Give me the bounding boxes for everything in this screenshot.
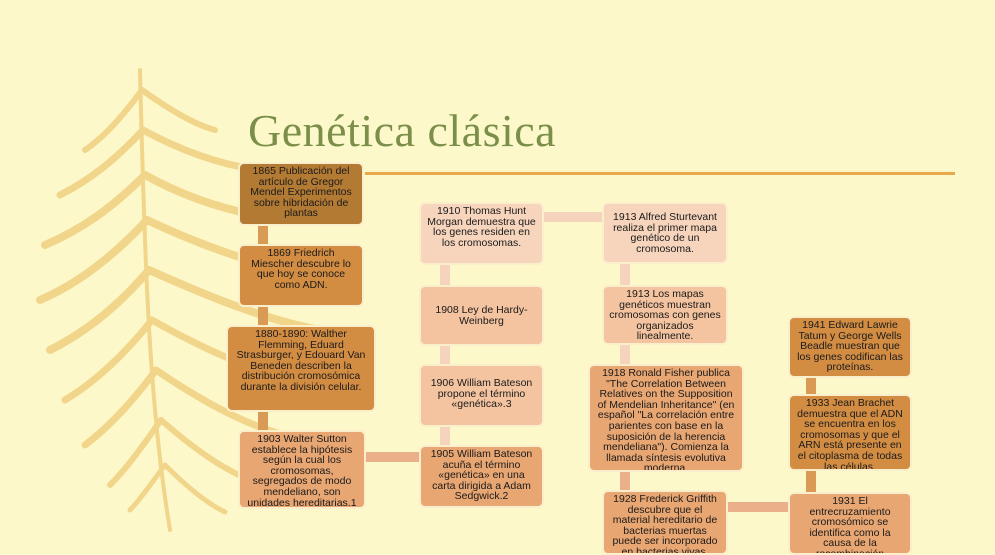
timeline-event: 1941 Edward Lawrie Tatum y George Wells … xyxy=(788,316,912,378)
connector xyxy=(543,212,603,222)
timeline-event: 1905 William Bateson acuña el término «g… xyxy=(419,445,544,508)
timeline-event: 1910 Thomas Hunt Morgan demuestra que lo… xyxy=(419,202,544,265)
connector xyxy=(440,427,450,445)
title-rule xyxy=(365,172,955,175)
timeline-event: 1933 Jean Brachet demuestra que el ADN s… xyxy=(788,394,912,471)
connector xyxy=(620,345,630,365)
timeline-event: 1903 Walter Sutton establece la hipótesi… xyxy=(238,430,366,509)
connector xyxy=(620,264,630,286)
timeline-event: 1880-1890: Walther Flemming, Eduard Stra… xyxy=(226,325,376,412)
connector xyxy=(440,265,450,285)
timeline-event: 1918 Ronald Fisher publica "The Correlat… xyxy=(588,364,744,472)
timeline-event: 1906 William Bateson propone el término … xyxy=(419,364,544,427)
connector xyxy=(806,471,816,493)
timeline-event: 1865 Publicación del artículo de Gregor … xyxy=(238,162,364,226)
connector xyxy=(258,412,268,432)
timeline-event: 1931 El entrecruzamiento cromosómico se … xyxy=(788,492,912,555)
timeline-event: 1928 Frederick Griffith descubre que el … xyxy=(602,490,728,555)
page-title: Genética clásica xyxy=(248,105,557,156)
connector xyxy=(258,307,268,327)
connector xyxy=(440,346,450,364)
connector xyxy=(726,502,790,512)
connector xyxy=(364,452,420,462)
connector xyxy=(806,378,816,396)
timeline-event: 1913 Los mapas genéticos muestran cromos… xyxy=(602,285,728,345)
timeline-event: 1913 Alfred Sturtevant realiza el primer… xyxy=(602,202,728,264)
connector xyxy=(258,226,268,244)
connector xyxy=(620,472,630,492)
timeline-event: 1908 Ley de Hardy-Weinberg xyxy=(419,285,544,346)
timeline-event: 1869 Friedrich Miescher descubre lo que … xyxy=(238,244,364,307)
